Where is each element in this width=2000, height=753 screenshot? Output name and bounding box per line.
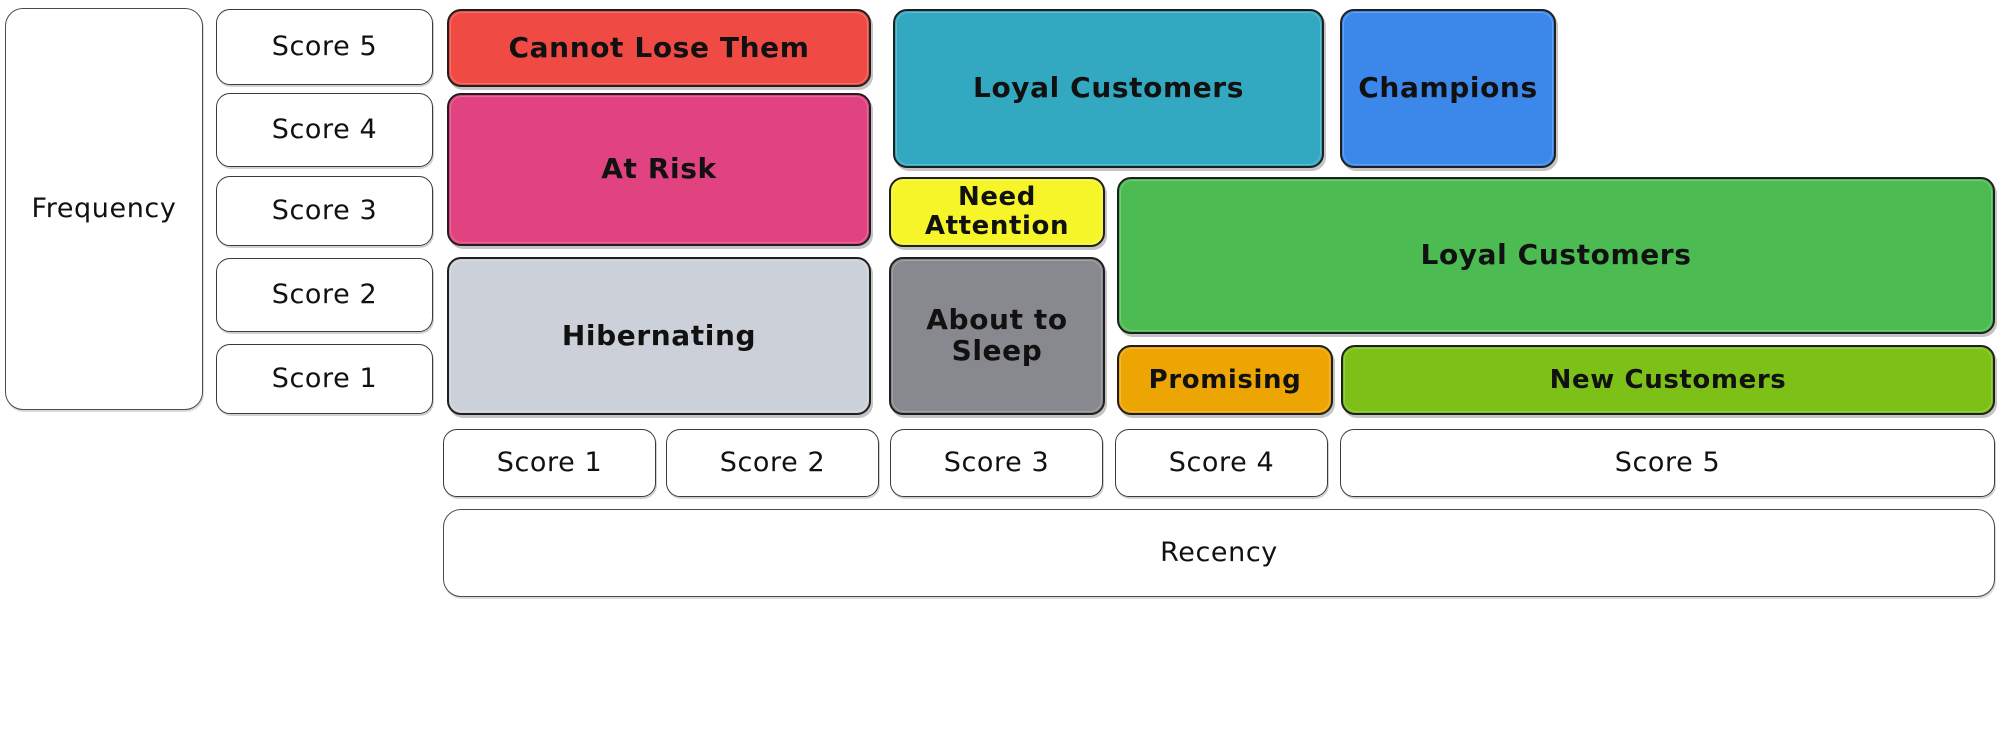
recency-score-4[interactable]: Score 4	[1115, 429, 1328, 497]
recency-score-2-label: Score 2	[719, 447, 826, 479]
frequency-score-4[interactable]: Score 4	[216, 93, 433, 167]
segment-champions[interactable]: Champions	[1340, 9, 1556, 168]
segment-champions-label: Champions	[1358, 71, 1538, 105]
segment-need-attention[interactable]: Need Attention	[889, 177, 1105, 247]
segment-cannot-lose-them-label: Cannot Lose Them	[508, 30, 810, 64]
segment-new-customers-label: New Customers	[1549, 364, 1787, 395]
segment-about-to-sleep-label: About to Sleep	[926, 303, 1068, 367]
segment-promising-label: Promising	[1148, 364, 1302, 395]
frequency-score-1[interactable]: Score 1	[216, 344, 433, 414]
frequency-score-5[interactable]: Score 5	[216, 9, 433, 85]
frequency-score-2[interactable]: Score 2	[216, 258, 433, 332]
frequency-score-5-label: Score 5	[271, 31, 378, 63]
recency-score-1-label: Score 1	[496, 447, 603, 479]
frequency-axis-label: Frequency	[5, 8, 203, 410]
segment-loyal-customers-teal-label: Loyal Customers	[973, 71, 1244, 105]
frequency-score-3-label: Score 3	[271, 195, 378, 227]
segment-need-attention-label: Need Attention	[924, 182, 1070, 241]
segment-hibernating[interactable]: Hibernating	[447, 257, 871, 415]
frequency-score-2-label: Score 2	[271, 279, 378, 311]
recency-axis-label: Recency	[443, 509, 1995, 597]
segment-cannot-lose-them[interactable]: Cannot Lose Them	[447, 9, 871, 87]
recency-score-4-label: Score 4	[1168, 447, 1275, 479]
frequency-axis-text: Frequency	[31, 193, 177, 225]
recency-score-3[interactable]: Score 3	[890, 429, 1103, 497]
segment-loyal-customers-green-label: Loyal Customers	[1420, 238, 1692, 272]
segment-promising[interactable]: Promising	[1117, 345, 1333, 415]
recency-score-5-label: Score 5	[1614, 447, 1721, 479]
segment-at-risk[interactable]: At Risk	[447, 93, 871, 246]
recency-axis-text: Recency	[1160, 537, 1278, 569]
recency-score-2[interactable]: Score 2	[666, 429, 879, 497]
segment-loyal-customers-teal[interactable]: Loyal Customers	[893, 9, 1324, 168]
segment-hibernating-label: Hibernating	[561, 318, 757, 352]
frequency-score-1-label: Score 1	[271, 363, 378, 395]
segment-loyal-customers-green[interactable]: Loyal Customers	[1117, 177, 1995, 334]
recency-score-1[interactable]: Score 1	[443, 429, 656, 497]
recency-score-3-label: Score 3	[943, 447, 1050, 479]
frequency-score-3[interactable]: Score 3	[216, 176, 433, 246]
segment-at-risk-label: At Risk	[601, 152, 717, 186]
recency-score-5[interactable]: Score 5	[1340, 429, 1995, 497]
segment-new-customers[interactable]: New Customers	[1341, 345, 1995, 415]
segment-about-to-sleep[interactable]: About to Sleep	[889, 257, 1105, 415]
frequency-score-4-label: Score 4	[271, 114, 378, 146]
